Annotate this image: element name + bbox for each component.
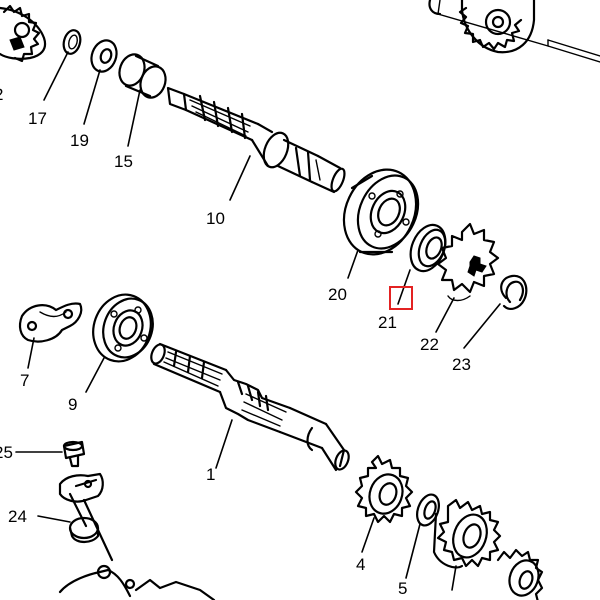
leader-1 [215,419,233,469]
leader-7 [27,337,35,369]
leader-24 [37,515,71,523]
callout-10: 10 [206,209,225,228]
leader-23 [463,303,501,349]
circlip-23 [500,274,528,310]
washer-5 [416,493,440,527]
washer-19 [90,39,118,73]
callout-25: 25 [0,443,13,462]
circlip-17 [62,29,82,55]
callout-1: 1 [206,465,215,484]
callout-23: 23 [452,355,471,374]
callout-5: 5 [398,579,407,598]
gear-2 [432,498,502,569]
callout-7: 7 [20,371,29,390]
leader-2 [451,565,457,591]
leader-lines [15,51,501,591]
callout-17: 17 [28,109,47,128]
callout-2: 2 [0,85,3,104]
callout-4: 4 [356,555,365,574]
leader-22 [435,297,455,333]
gear-bottom-right [496,548,544,600]
callout-22: 22 [420,335,439,354]
leader-19 [83,69,101,125]
callout-19: 19 [70,131,89,150]
leader-17 [43,51,69,101]
leader-9 [85,357,105,393]
callout-20: 20 [328,285,347,304]
callout-24: 24 [8,507,27,526]
highlight-box [389,286,413,310]
clamp-plate [58,472,114,562]
callout-9: 9 [68,395,77,414]
bushing-15 [118,53,167,99]
axle-10 [166,86,346,194]
leader-5 [405,523,421,579]
callout-labels: 17 19 15 10 20 21 22 23 7 9 1 25 24 4 5 … [0,85,471,598]
bearing-20 [342,168,420,256]
bearing-9 [92,293,154,363]
callout-15: 15 [114,152,133,171]
gear-top-left [0,4,47,63]
sprocket-22 [436,222,500,302]
bottom-left-cover [58,564,216,600]
leader-4 [361,517,375,553]
callout-21: 21 [378,313,397,332]
leader-20 [347,249,359,279]
leader-10 [229,155,251,201]
leader-15 [127,89,141,147]
bracket-7 [18,302,83,343]
gear-top-right [428,0,600,63]
axle-1 [150,342,350,472]
gear-4 [354,454,414,524]
bolt-25 [62,440,86,468]
